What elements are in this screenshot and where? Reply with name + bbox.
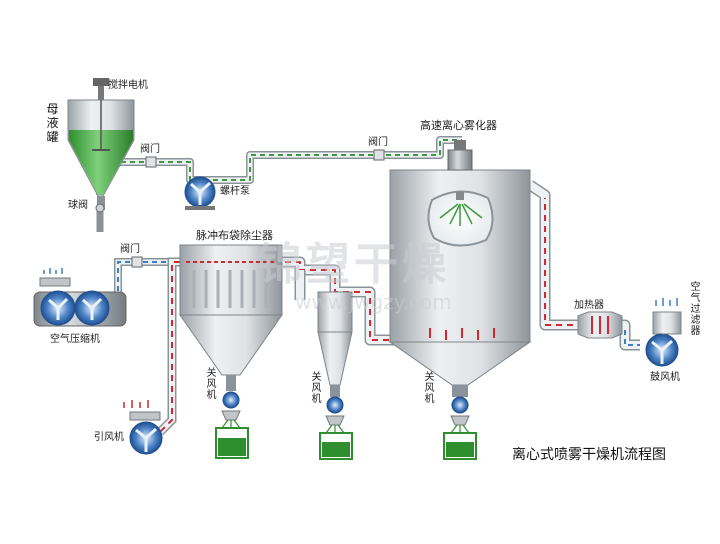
- label-rotary-valve-2: 关风机: [311, 372, 322, 405]
- air-filter: [652, 298, 682, 335]
- air-compressor: [33, 268, 127, 327]
- label-rotary-valve-1: 关风机: [206, 368, 217, 401]
- label-valve-air: 阀门: [120, 244, 140, 255]
- product-air-pipe: [282, 256, 400, 346]
- cyclone-separator: [317, 291, 353, 397]
- label-bag-filter: 脉冲布袋除尘器: [196, 229, 273, 242]
- label-mother-tank: 母液罐: [46, 102, 59, 144]
- compressed-air-pipe: [114, 258, 180, 300]
- heater: [577, 311, 623, 339]
- drying-chamber: [388, 140, 532, 397]
- label-stirrer-motor: 搅拌电机: [108, 80, 148, 91]
- induced-fan: [123, 400, 163, 455]
- screw-pump: [184, 176, 216, 210]
- pulse-bag-filter: [179, 244, 283, 391]
- valve-top: [373, 149, 385, 161]
- ball-valve: [95, 203, 105, 213]
- label-rotary-valve-3: 关风机: [424, 372, 435, 405]
- label-screw-pump: 螺杆泵: [220, 186, 250, 197]
- valve-feed: [145, 156, 157, 168]
- label-air-filter: 空气过滤器: [690, 282, 701, 337]
- label-valve-top: 阀门: [368, 137, 388, 148]
- product-bin-3: [443, 432, 477, 460]
- label-air-compressor: 空气压缩机: [50, 334, 100, 345]
- mother-liquor-tank: [67, 78, 135, 210]
- product-bin-2: [319, 432, 353, 460]
- label-blower: 鼓风机: [650, 372, 680, 383]
- product-bin-1: [215, 427, 249, 459]
- valve-air: [131, 256, 143, 268]
- blower: [645, 333, 679, 367]
- rotary-valve-bag-filter: [221, 391, 241, 429]
- exhaust-pipe: [156, 257, 180, 436]
- rotary-valve-chamber: [450, 396, 470, 434]
- label-heater: 加热器: [574, 300, 604, 311]
- label-ball-valve: 球阀: [68, 200, 88, 211]
- diagram-title: 离心式喷雾干燥机流程图: [512, 447, 666, 463]
- label-induced-fan: 引风机: [94, 432, 124, 443]
- label-atomizer: 高速离心雾化器: [420, 119, 497, 132]
- rotary-valve-cyclone: [325, 396, 345, 434]
- label-valve-feed: 阀门: [140, 144, 160, 155]
